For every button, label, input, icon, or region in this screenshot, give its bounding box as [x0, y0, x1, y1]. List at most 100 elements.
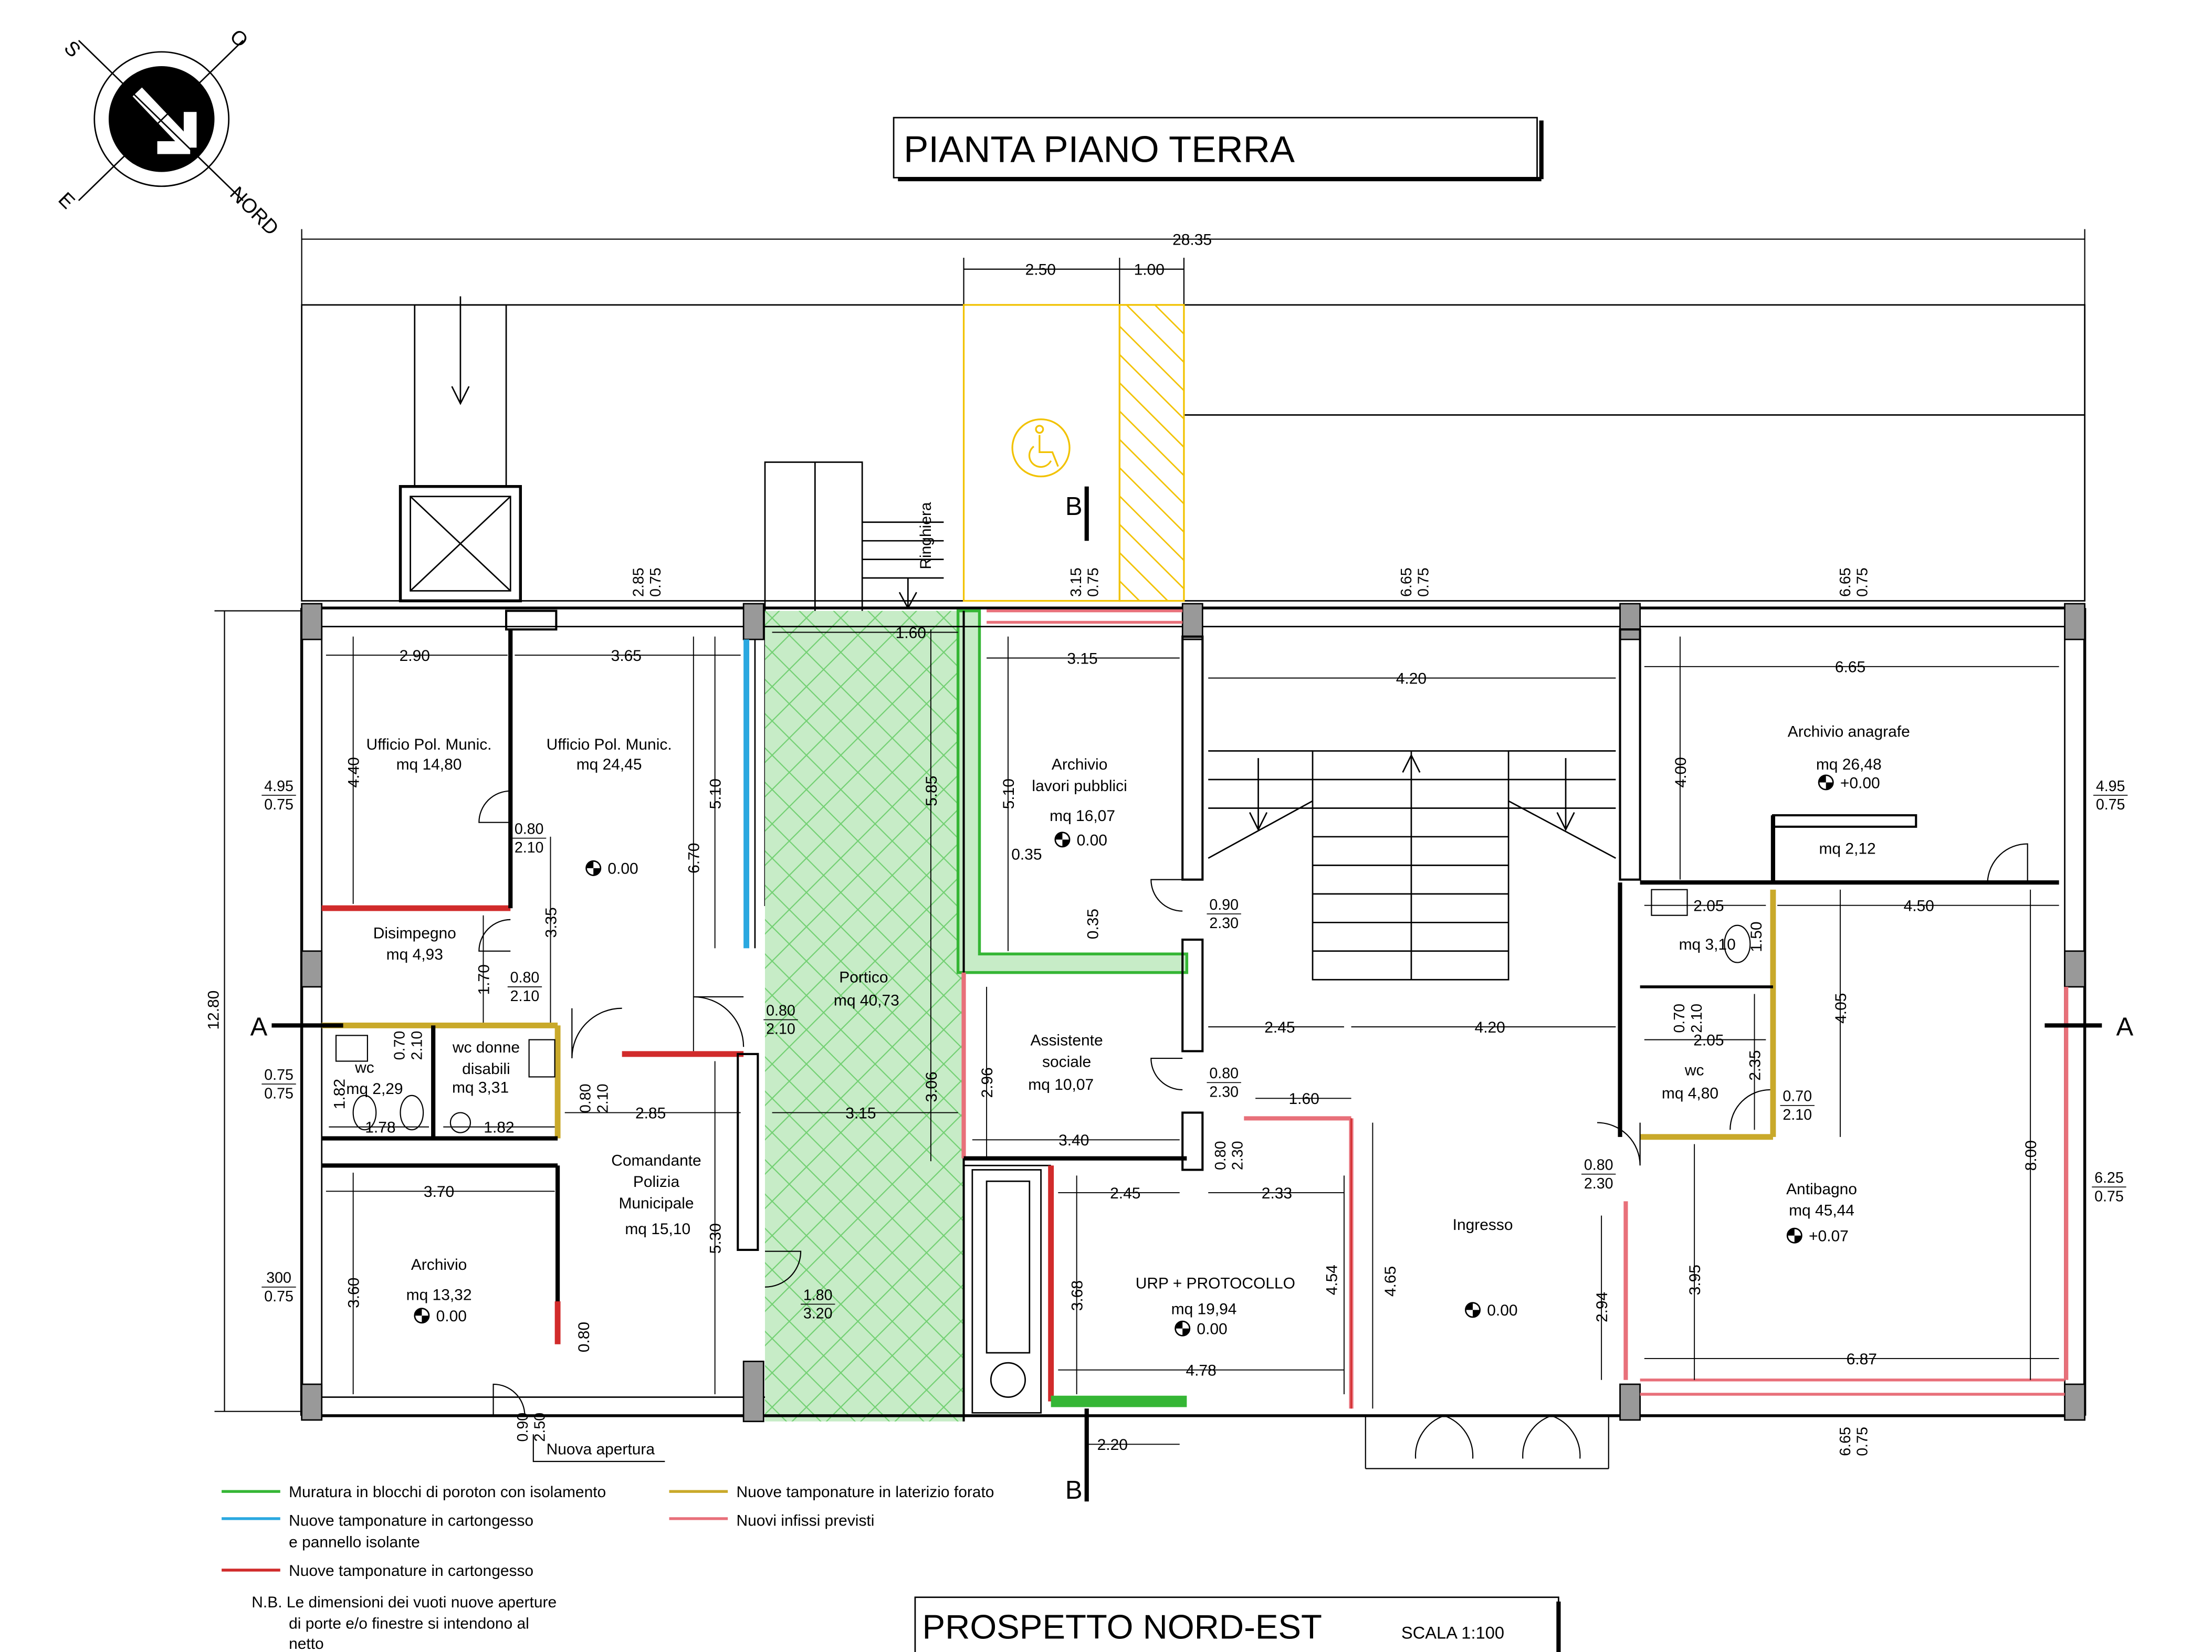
room-area: mq 15,10	[625, 1220, 690, 1238]
compass-nord: NORD	[225, 182, 283, 240]
opening-height-w_b1: 0.75	[1854, 1427, 1871, 1456]
opening-height-o13: 2.50	[532, 1413, 549, 1442]
dimension-d182b: 1.82	[484, 1119, 514, 1137]
room-name: disabili	[462, 1060, 510, 1078]
room-name: Polizia	[633, 1173, 680, 1191]
section-a-left: A	[250, 1013, 268, 1041]
dimension-d182a: 1.82	[331, 1079, 348, 1109]
dimension-d160a: 1.60	[896, 624, 926, 641]
room-name: Archivio	[1052, 756, 1107, 773]
legend-red: Nuove tamponature in cartongesso	[289, 1562, 533, 1580]
dimension-d170: 1.70	[475, 964, 492, 995]
dimension-d205a: 2.05	[1693, 898, 1724, 915]
compass-e: E	[54, 188, 79, 213]
room-name: wc	[1684, 1062, 1704, 1079]
dimension-d080: 0.80	[575, 1322, 593, 1352]
room-area: mq 2,12	[1819, 840, 1875, 858]
opening-width-w_t4: 6.65	[1837, 567, 1854, 597]
dimension-d400: 4.00	[1672, 757, 1690, 787]
dimension-d450: 4.50	[1904, 898, 1934, 915]
room-name: Portico	[839, 969, 888, 986]
legend-green: Muratura in blocchi di poroton con isola…	[289, 1483, 606, 1501]
room-area: mq 14,80	[396, 756, 462, 773]
entrance-doors	[1365, 1415, 1609, 1469]
dimension-d420a: 4.20	[1396, 670, 1427, 688]
level-marker-fill	[1819, 775, 1833, 790]
dimension-d370: 3.70	[424, 1183, 454, 1201]
opening-width-w_t2: 3.15	[1068, 567, 1085, 597]
compass-o: O	[225, 25, 252, 52]
section-b-top: B	[1065, 492, 1083, 521]
opening-width-o6: 0.90	[1209, 897, 1239, 913]
dimension-d368: 3.68	[1069, 1280, 1086, 1311]
opening-width-o4: 0.70	[392, 1031, 408, 1060]
opening-width-w_r1: 4.95	[2096, 778, 2125, 795]
room-area: mq 16,07	[1050, 807, 1115, 825]
opening-height-w_r1: 0.75	[2096, 796, 2125, 813]
room-area: mq 3,10	[1679, 936, 1736, 953]
dimension-d178: 1.78	[365, 1119, 395, 1137]
dim-250: 2.50	[1025, 261, 1056, 279]
opening-height-w_l2: 0.75	[264, 1085, 293, 1102]
dimension-d454: 4.54	[1323, 1265, 1340, 1295]
opening-width-o1: 0.80	[515, 820, 544, 837]
opening-width-o3: 0.80	[766, 1002, 795, 1019]
opening-width-w_l1: 4.95	[264, 778, 293, 795]
note-line-3: netto	[289, 1635, 324, 1652]
sanitary-fixtures	[335, 889, 1751, 1133]
dim-100: 1.00	[1134, 261, 1165, 279]
dimension-d440: 4.40	[345, 757, 363, 787]
dimension-d035a: 0.35	[1011, 846, 1042, 863]
dimension-d405: 4.05	[1832, 993, 1850, 1024]
scale-label: SCALA 1:100	[1401, 1623, 1504, 1643]
level-marker-fill	[1465, 1302, 1480, 1317]
opening-height-w_t3: 0.75	[1416, 567, 1432, 597]
dimension-d233: 2.33	[1262, 1185, 1292, 1202]
opening-width-w_r2: 6.25	[2094, 1170, 2124, 1186]
room-area: mq 40,73	[834, 992, 899, 1009]
dimension-d205b: 2.05	[1693, 1032, 1724, 1049]
accessible-parking	[962, 304, 1185, 602]
north-compass-icon: S O E NORD	[54, 25, 284, 240]
dimension-d335: 3.35	[542, 907, 560, 938]
exterior-terrace	[301, 296, 2085, 603]
legend-blue-1: Nuove tamponature in cartongesso	[289, 1512, 533, 1530]
dimension-d245b: 2.45	[1110, 1185, 1140, 1202]
interior-dimension-lines	[326, 629, 2059, 1445]
room-area: mq 19,94	[1171, 1301, 1237, 1318]
opening-width-o10: 0.70	[1783, 1088, 1812, 1105]
dimension-d160b: 1.60	[1289, 1090, 1319, 1108]
room-name: Antibagno	[1786, 1181, 1857, 1198]
level-marker-fill	[1175, 1321, 1190, 1336]
room-name: Assistente	[1031, 1032, 1103, 1049]
dimension-d340: 3.40	[1058, 1132, 1089, 1149]
room-area: mq 26,48	[1816, 756, 1882, 773]
dimension-d315b: 3.15	[845, 1104, 876, 1122]
dimension-d687: 6.87	[1847, 1351, 1877, 1368]
dimension-d800: 8.00	[2022, 1140, 2040, 1171]
dimension-d294: 2.94	[1594, 1292, 1611, 1322]
dimension-d510a: 5.10	[707, 778, 725, 809]
dimension-d235: 2.35	[1746, 1050, 1764, 1081]
new-windows	[987, 609, 2065, 1396]
dimension-d285: 2.85	[635, 1104, 666, 1122]
room-name: Archivio anagrafe	[1788, 723, 1910, 740]
section-lines	[271, 1023, 2102, 1502]
section-b-bottom: B	[1065, 1476, 1083, 1504]
dimension-d478: 4.78	[1186, 1362, 1216, 1380]
legend	[222, 1490, 728, 1572]
building-walls	[300, 603, 2087, 1423]
opening-width-o12: 1.80	[803, 1287, 833, 1303]
dim-1280: 12.80	[205, 991, 223, 1030]
level-value: +0.00	[1840, 774, 1880, 792]
opening-width-o13: 0.90	[515, 1413, 531, 1442]
room-name: lavori pubblici	[1032, 777, 1127, 795]
opening-height-w_l1: 0.75	[264, 796, 293, 813]
opening-height-w_t1: 0.75	[647, 567, 664, 597]
level-value: 0.00	[1487, 1302, 1517, 1319]
opening-height-o4: 2.10	[408, 1031, 425, 1060]
level-marker-fill	[1055, 832, 1070, 847]
level-value: 0.00	[436, 1308, 467, 1325]
title-box: PIANTA PIANO TERRA	[893, 117, 1544, 182]
